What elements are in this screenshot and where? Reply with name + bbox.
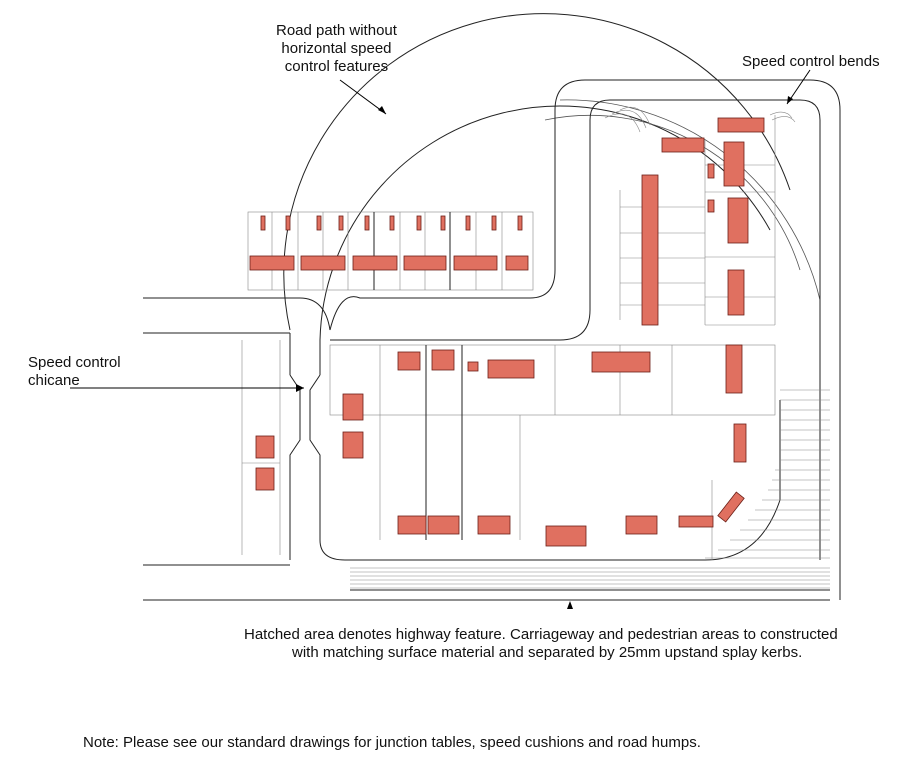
leader-lines (70, 69, 811, 609)
hatched-note-line1: Hatched area denotes highway feature. Ca… (244, 626, 838, 643)
footer-note: Note: Please see our standard drawings f… (83, 734, 701, 751)
plot-boundaries (241, 115, 776, 560)
hatched-note-line2: with matching surface material and separ… (292, 644, 803, 661)
buildings (249, 117, 765, 547)
hatched-highway-area (350, 106, 830, 589)
road-path-annotation: Road path without horizontal speed contr… (276, 22, 397, 75)
chicane-annotation: Speed control chicane (28, 354, 121, 389)
speed-bends-annotation: Speed control bends (742, 53, 880, 70)
